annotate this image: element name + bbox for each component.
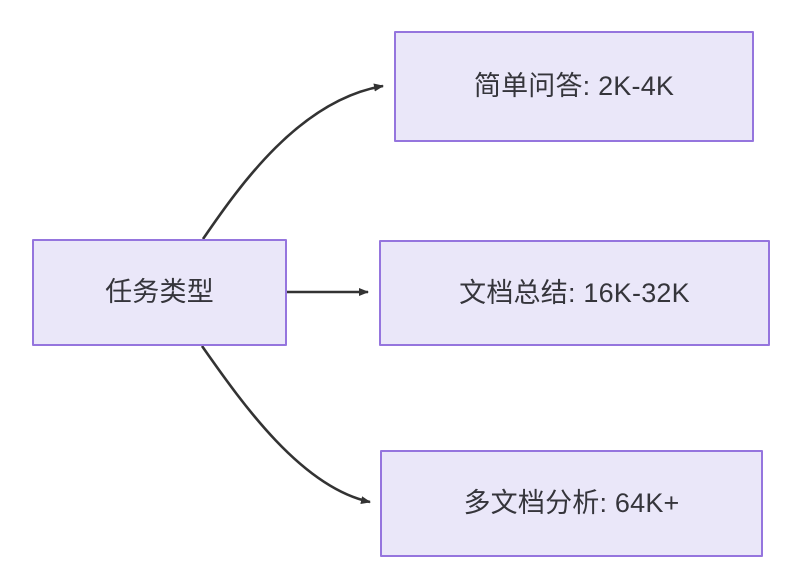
node-multi-document-analysis[interactable]: 多文档分析: 64K+ — [380, 450, 763, 557]
edge-source-to-multi — [200, 345, 371, 505]
node-simple-qa-label: 简单问答: 2K-4K — [473, 71, 675, 102]
node-simple-qa[interactable]: 简单问答: 2K-4K — [394, 31, 754, 142]
node-document-summary[interactable]: 文档总结: 16K-32K — [379, 240, 770, 346]
edge-source-to-simple — [201, 83, 384, 240]
node-task-type[interactable]: 任务类型 — [32, 239, 287, 346]
node-multi-document-analysis-label: 多文档分析: 64K+ — [463, 488, 680, 519]
node-document-summary-label: 文档总结: 16K-32K — [459, 277, 690, 308]
node-task-type-label: 任务类型 — [105, 277, 214, 308]
